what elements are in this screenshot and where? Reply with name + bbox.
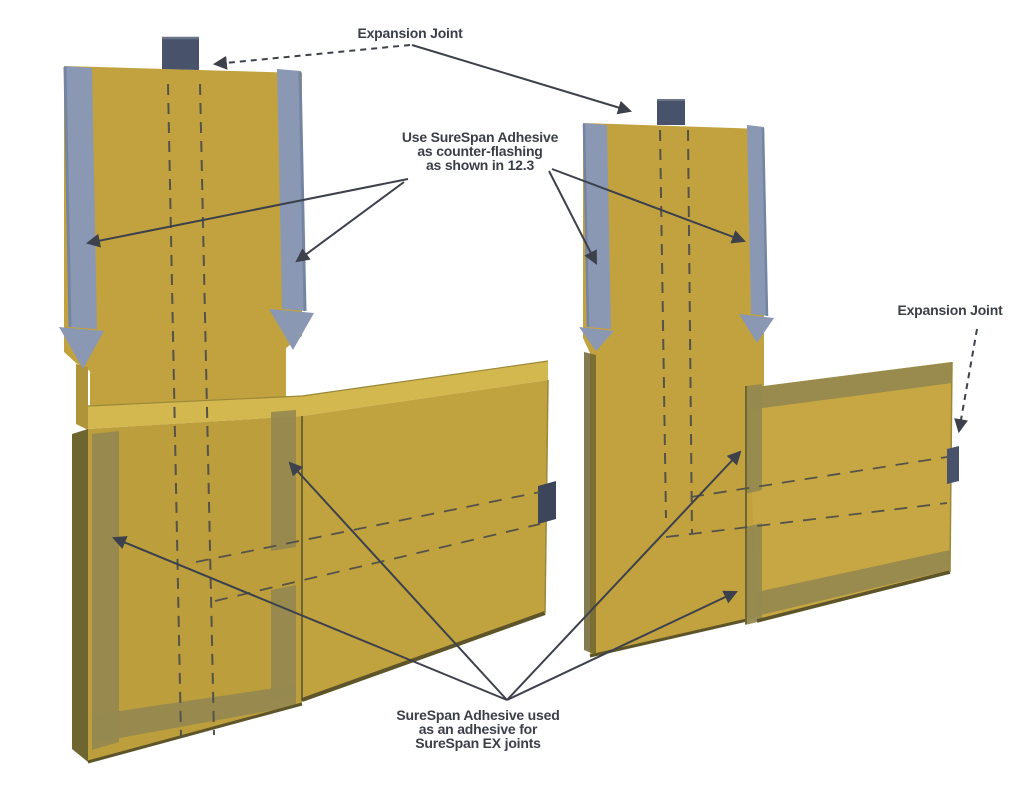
counter-flashing-strip-right-wall-right-edge	[761, 127, 769, 317]
label-adhesive-note-line2: as an adhesive for	[418, 720, 538, 737]
leader-arrow-ex-joint-note-to-roof-strip-upper	[506, 450, 742, 701]
expansion-joint-block-right-top	[657, 99, 685, 125]
label-adhesive-note: SureSpan Adhesive used as an adhesive fo…	[383, 707, 573, 751]
flashing-down-arrow-right-wall-right	[739, 314, 774, 343]
label-counter-flashing-line3: as shown in 12.3	[425, 156, 535, 173]
leader-arrow-adhesive-note-to-left-flashing-right	[295, 181, 405, 263]
leader-arrow-ex-joint-note-to-roof-strip-lower	[506, 590, 738, 701]
flashing-down-arrow-right	[269, 309, 314, 350]
leader-arrow-expansion-joint-to-left-block	[212, 44, 411, 70]
left-roof-panel	[302, 380, 548, 700]
counter-flashing-strip-right-edge	[298, 71, 307, 312]
left-lower-wall-side-face	[72, 429, 88, 762]
counter-flashing-strip-left-edge	[63, 66, 72, 328]
leader-arrow-adhesive-note-to-left-flashing-left	[85, 178, 409, 248]
label-expansion-joint-right: Expansion Joint	[897, 302, 1003, 318]
left-wall-bottom-edge	[87, 702, 303, 764]
counter-flashing-strip-right-wall-left-edge	[582, 123, 590, 328]
expansion-joint-block-left-roof-edge	[538, 481, 556, 524]
left-upper-wall-panel	[64, 66, 302, 406]
left-roof-bottom-edge	[301, 611, 546, 702]
right-roof-panel	[748, 362, 952, 622]
adhesive-strip-bottom	[92, 685, 296, 743]
label-expansion-joint-top: Expansion Joint	[357, 25, 463, 41]
expansion-joint-block-left-top	[162, 37, 199, 70]
horizontal-joint-dashed-line-upper-right	[690, 456, 948, 498]
label-counter-flashing-line1: Use SureSpan Adhesive	[401, 129, 559, 145]
adhesive-band-roof-top	[748, 362, 952, 410]
label-adhesive-note-line3: SureSpan EX joints	[415, 734, 541, 751]
vertical-joint-dashed-line-b	[199, 83, 215, 736]
leader-arrow-expansion-joint-right-to-block	[954, 328, 978, 434]
label-adhesive-note-line1: SureSpan Adhesive used	[396, 707, 560, 723]
adhesive-strip-left	[92, 431, 119, 750]
leader-arrow-ex-joint-note-to-right-strip	[288, 461, 508, 701]
adhesive-strip-roof-left-upper	[745, 384, 762, 494]
right-wall-side-face	[584, 352, 596, 655]
left-fold-band	[88, 361, 548, 429]
vertical-joint-dashed-line-a	[167, 83, 182, 739]
right-roof-bottom-edge	[756, 570, 951, 623]
counter-flashing-strip-left	[64, 66, 97, 329]
flashing-down-arrow-right-wall-left	[579, 327, 614, 351]
adhesive-strip-roof-left-lower	[745, 523, 762, 625]
adhesive-strip-right-upper	[271, 410, 296, 551]
left-fold-band-edge	[87, 360, 549, 407]
expansion-joint-block-right-roof-edge	[947, 446, 959, 484]
label-counter-flashing-line2: as counter-flashing	[417, 142, 543, 159]
right-wall-bottom-edge	[589, 618, 748, 658]
adhesive-band-roof-bottom	[757, 550, 950, 616]
horizontal-joint-dashed-line-upper	[195, 491, 541, 563]
annotation-arrows	[85, 44, 978, 701]
adhesive-strip-right-lower	[271, 585, 296, 700]
right-wall-assembly	[579, 99, 959, 658]
vertical-joint-dashed-line-d	[687, 129, 693, 535]
label-counter-flashing-note: Use SureSpan Adhesive as counter-flashin…	[388, 129, 572, 173]
leader-arrow-expansion-joint-to-right-block	[411, 44, 633, 115]
leader-arrow-ex-joint-note-to-left-strip	[112, 536, 508, 701]
left-lower-wall-panel	[88, 416, 302, 762]
left-wall-assembly	[59, 36, 556, 764]
left-wall-fold-lip	[76, 364, 88, 430]
counter-flashing-strip-right-wall-left	[583, 123, 611, 329]
flashing-down-arrow-left	[59, 327, 104, 369]
horizontal-joint-dashed-line-lower	[214, 523, 541, 602]
vertical-joint-dashed-line-c	[659, 129, 667, 519]
leader-arrow-adhesive-note-to-right-flashing-right	[551, 168, 746, 244]
leader-arrow-adhesive-note-to-right-flashing-left	[548, 170, 597, 265]
right-wall-panel	[583, 123, 764, 656]
horizontal-joint-dashed-line-lower-right	[665, 502, 948, 538]
